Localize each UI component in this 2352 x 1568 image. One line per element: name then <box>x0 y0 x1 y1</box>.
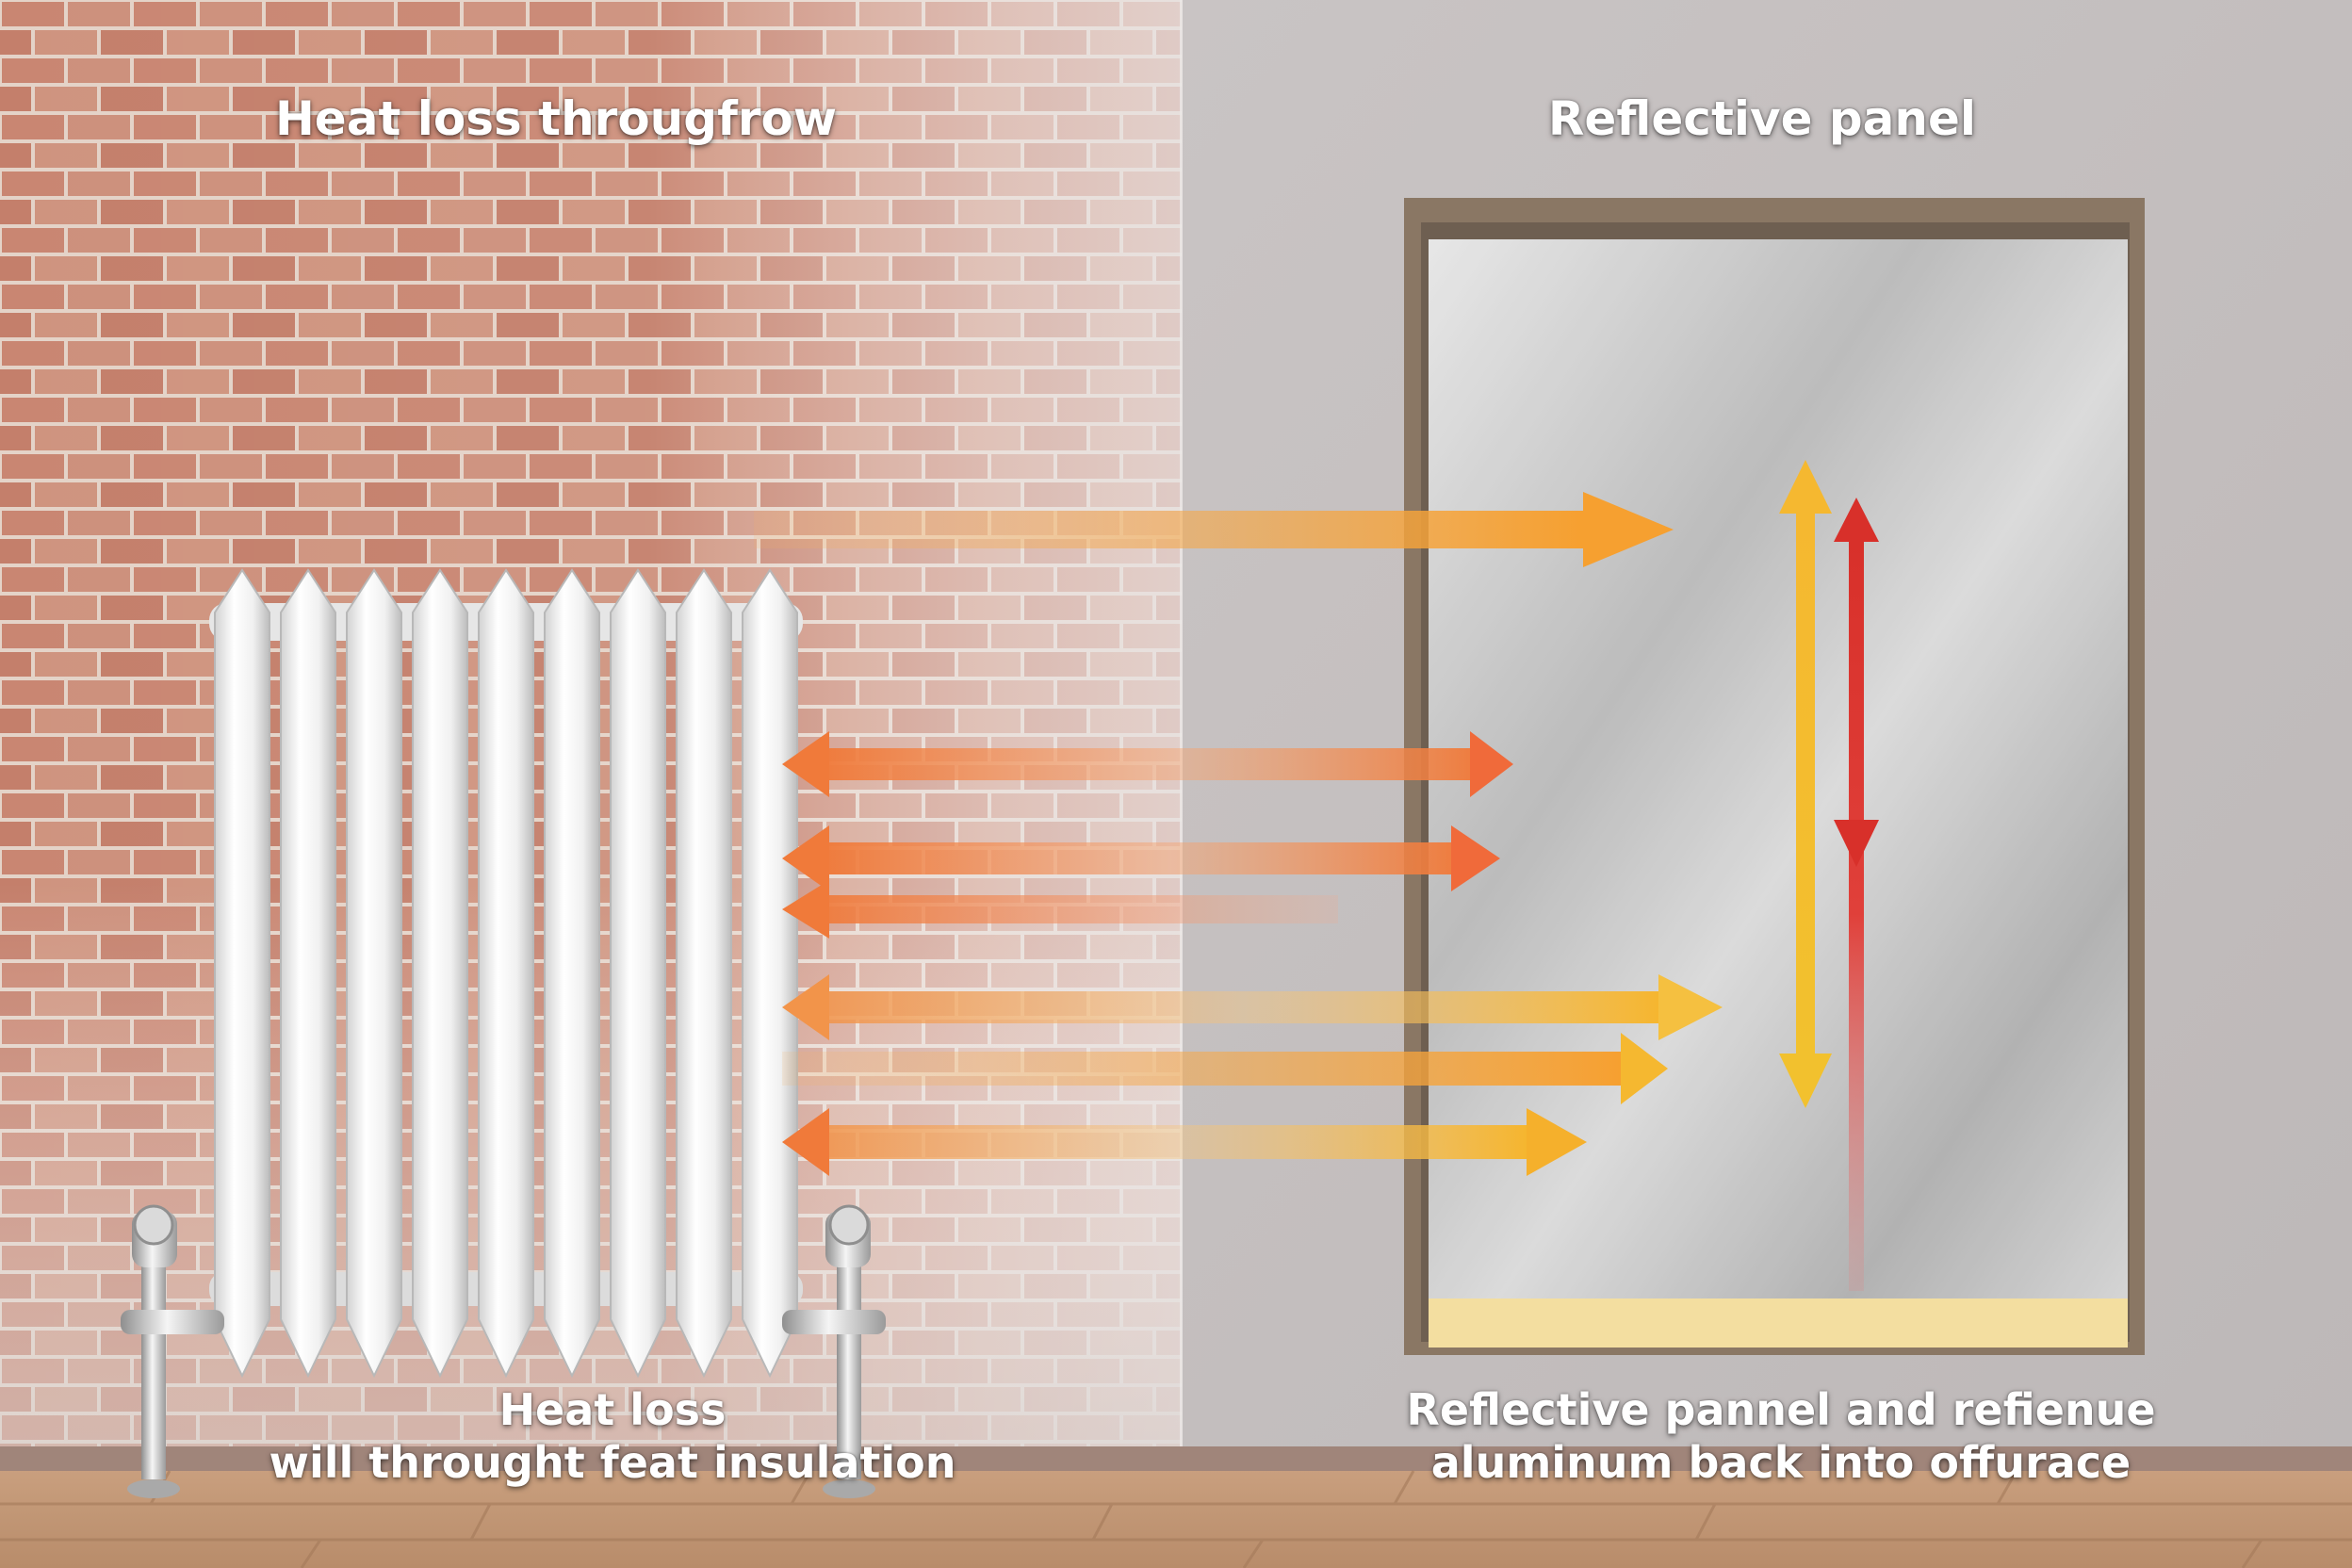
right-caption-line1: Reflective pannel and refienue <box>1406 1384 2156 1435</box>
floor-planks <box>0 1470 2352 1568</box>
radiator-fin <box>742 568 798 1379</box>
left-panel-caption: Heat loss will throught feat insulation <box>132 1383 1093 1489</box>
left-caption-line2: will throught feat insulation <box>269 1437 956 1489</box>
radiator-fins <box>209 568 803 1379</box>
left-caption-line1: Heat loss <box>498 1384 727 1435</box>
vertical-arrow-yellow <box>1779 460 1832 1108</box>
radiator-fin <box>346 568 402 1379</box>
wood-floor <box>0 1471 2352 1568</box>
heat-arrow-top <box>754 492 1674 567</box>
radiator-fin <box>676 568 732 1379</box>
radiator-fin <box>412 568 468 1379</box>
left-panel-title: Heat loss througfrow <box>75 90 1037 148</box>
left-title-text: Heat loss througfrow <box>274 91 838 146</box>
right-panel-caption: Reflective pannel and refienue aluminum … <box>1357 1383 2205 1489</box>
heat-arrow-double-1 <box>782 731 1513 797</box>
panel-base-strip <box>1429 1298 2128 1348</box>
radiator-fin <box>214 568 270 1379</box>
right-title-text: Reflective panel <box>1547 91 1977 146</box>
baseboard <box>0 1446 2352 1471</box>
radiator-fin <box>478 568 534 1379</box>
right-panel-title: Reflective panel <box>1319 90 2205 148</box>
reflective-panel <box>1404 198 2145 1355</box>
left-valve <box>121 1204 224 1498</box>
heat-arrows <box>754 460 1879 1291</box>
panel-divider <box>1180 0 1183 1568</box>
radiator-fin <box>280 568 336 1379</box>
heat-arrow-double-2 <box>782 825 1500 891</box>
radiator <box>121 568 886 1498</box>
vertical-arrow-red <box>1834 498 1879 1291</box>
heat-arrow-fading <box>782 880 1338 939</box>
right-valve <box>782 1204 886 1498</box>
right-caption-line2: aluminum back into offurace <box>1430 1437 2132 1489</box>
radiator-fin <box>610 568 666 1379</box>
heat-arrow-double-3 <box>782 974 1723 1040</box>
heat-arrow-double-4 <box>782 1108 1587 1176</box>
radiator-fin <box>544 568 600 1379</box>
heat-arrow-single-1 <box>782 1033 1668 1104</box>
